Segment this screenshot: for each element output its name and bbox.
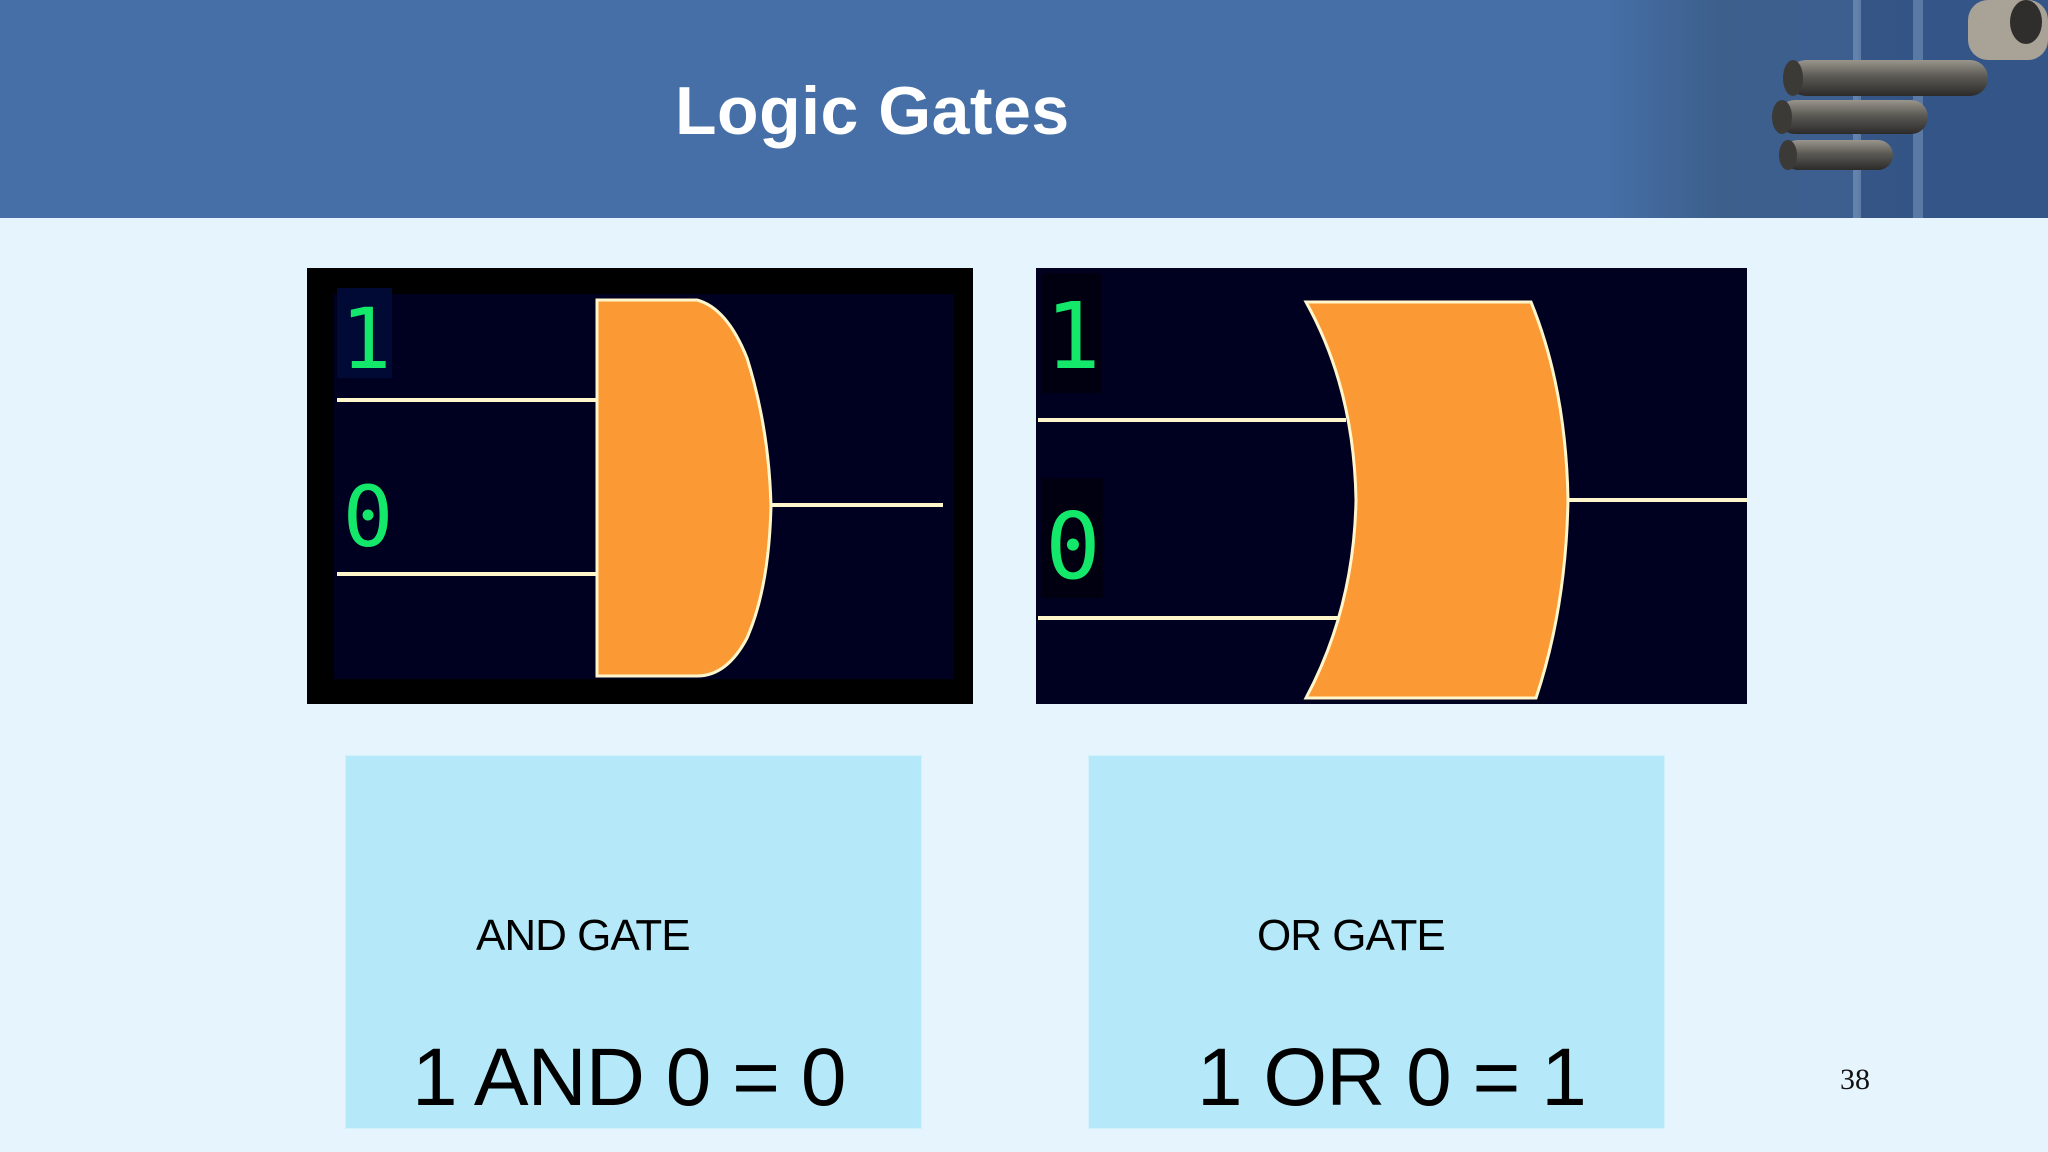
page-number: 38 <box>1840 1063 1870 1096</box>
and-gate-equation: 1 AND 0 = 0 <box>412 1032 846 1123</box>
input-b-label-bg <box>1041 478 1103 598</box>
and-gate-name: AND GATE <box>476 911 691 960</box>
input-a-digit: 1 <box>1045 283 1100 390</box>
or-gate-body <box>1303 300 1570 700</box>
or-gate-diagram: 1 0 <box>1036 268 1747 704</box>
and-gate-diagram: 1 0 <box>307 268 973 704</box>
input-a-label-bg <box>1041 273 1101 393</box>
or-gate-equation: 1 OR 0 = 1 <box>1197 1032 1587 1123</box>
input-b-digit: 0 <box>1045 493 1100 600</box>
input-a-label-bg <box>337 288 392 378</box>
and-gate-body <box>595 298 773 678</box>
or-gate-name: OR GATE <box>1257 911 1446 960</box>
input-a-digit: 1 <box>341 290 392 388</box>
input-b-digit: 0 <box>343 468 394 566</box>
slide-title: Logic Gates <box>675 73 1070 149</box>
or-gate-caption-box: OR GATE 1 OR 0 = 1 <box>1088 755 1665 1129</box>
slide-header: Logic Gates <box>0 0 2048 218</box>
pipes-photo <box>1608 0 2048 218</box>
and-gate-caption-box: AND GATE 1 AND 0 = 0 <box>345 755 922 1129</box>
